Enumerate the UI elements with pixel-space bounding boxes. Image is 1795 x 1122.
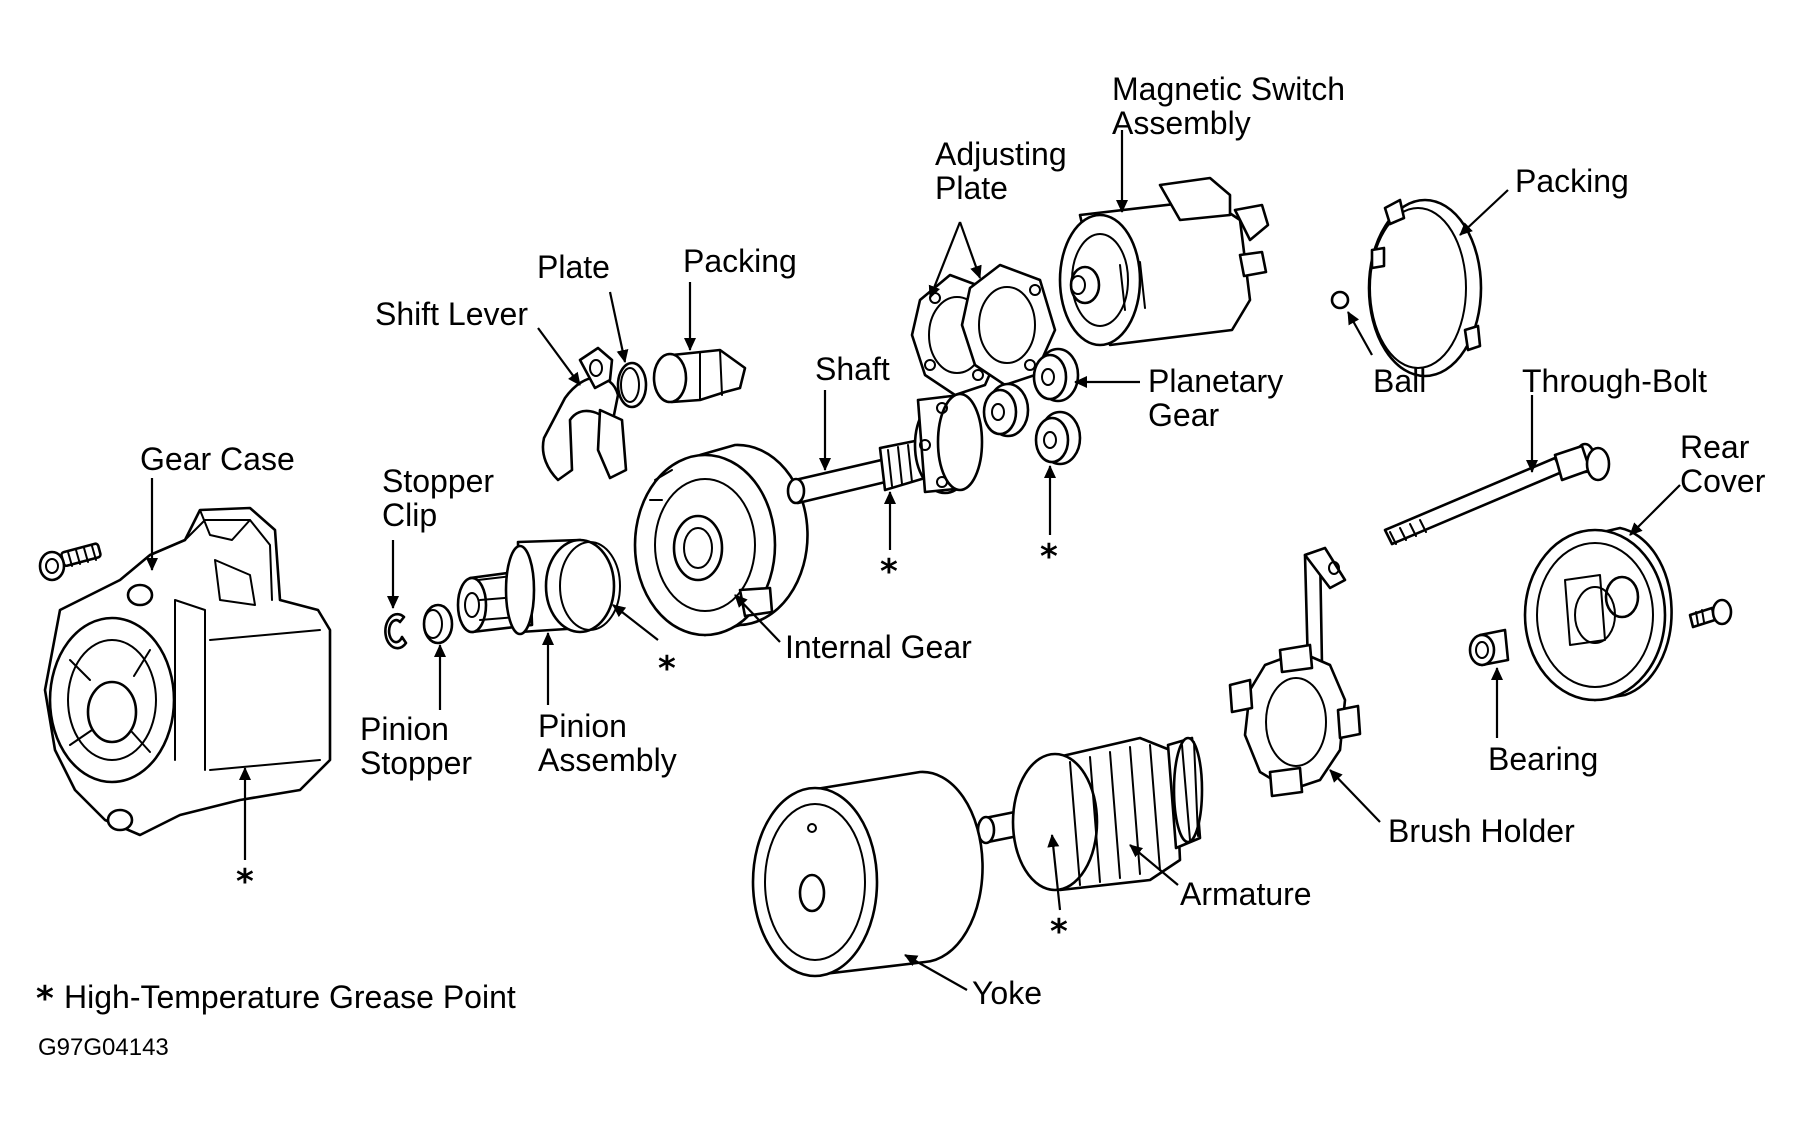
label-gear-case: Gear Case <box>140 441 295 477</box>
leader-armature-grease <box>1047 834 1062 911</box>
grease-markers: * * * * * <box>236 537 1068 952</box>
label-yoke: Yoke <box>972 975 1042 1011</box>
leader-lines <box>146 130 1681 991</box>
label-pinion-stopper-line2: Stopper <box>360 745 472 781</box>
label-magnetic-switch-line1: Magnetic Switch <box>1112 71 1345 107</box>
rear-cover-screw <box>1688 598 1733 629</box>
asterisk-icon: * <box>1050 912 1068 952</box>
legend: * High-Temperature Grease Point <box>36 979 516 1019</box>
leader-ball <box>1347 311 1373 356</box>
planetary-gear-1 <box>982 382 1030 438</box>
legend-text: High-Temperature Grease Point <box>64 979 516 1015</box>
pinion-assembly <box>456 538 621 636</box>
leader-plate <box>608 291 629 363</box>
leader-adjusting-plate-2 <box>958 221 982 279</box>
plate-ring <box>616 361 648 409</box>
packing-top <box>1367 198 1483 378</box>
label-plate: Plate <box>537 249 610 285</box>
label-shaft: Shaft <box>815 351 890 387</box>
label-packing-mid: Packing <box>683 243 797 279</box>
internal-gear <box>633 443 809 637</box>
label-armature: Armature <box>1180 876 1312 912</box>
asterisk-icon: * <box>236 862 254 902</box>
asterisk-icon: * <box>658 649 676 689</box>
ball <box>1330 290 1350 310</box>
label-stopper-clip-line2: Clip <box>382 497 437 533</box>
label-brush-holder: Brush Holder <box>1388 813 1575 849</box>
asterisk-icon: * <box>880 552 898 592</box>
leader-shift-lever <box>537 327 581 386</box>
label-through-bolt: Through-Bolt <box>1522 363 1707 399</box>
brush-holder <box>1228 546 1362 798</box>
yoke <box>751 770 984 978</box>
label-packing-top: Packing <box>1515 163 1629 199</box>
gear-case <box>43 506 332 837</box>
bearing <box>1468 628 1510 667</box>
leader-adjusting-plate-1 <box>928 221 962 299</box>
label-shift-lever: Shift Lever <box>375 296 528 332</box>
stopper-clip <box>384 612 408 650</box>
label-rear-cover-line2: Cover <box>1680 463 1766 499</box>
packing-mid <box>652 348 747 404</box>
label-adjusting-plate-line2: Plate <box>935 170 1008 206</box>
planetary-gear-2 <box>1032 347 1080 403</box>
leader-yoke <box>904 954 968 991</box>
label-adjusting-plate-line1: Adjusting <box>935 136 1067 172</box>
planetary-gear-3 <box>1034 410 1082 466</box>
shaft <box>786 392 984 505</box>
label-pinion-assembly-line2: Assembly <box>538 742 677 778</box>
label-rear-cover-line1: Rear <box>1680 429 1750 465</box>
shift-lever <box>541 346 628 482</box>
rear-cover <box>1523 526 1673 702</box>
label-stopper-clip-line1: Stopper <box>382 463 494 499</box>
label-bearing: Bearing <box>1488 741 1598 777</box>
through-bolt <box>1383 442 1611 546</box>
figure-code: G97G04143 <box>38 1034 169 1061</box>
leader-pinion-grease <box>612 604 659 641</box>
leader-packing-top <box>1459 189 1509 236</box>
gear-case-bolt <box>38 542 102 582</box>
leader-rear-cover <box>1629 484 1681 536</box>
legend-asterisk-icon: * <box>36 979 54 1019</box>
label-planetary-gear-line1: Planetary <box>1148 363 1283 399</box>
label-magnetic-switch-line2: Assembly <box>1112 105 1251 141</box>
label-planetary-gear-line2: Gear <box>1148 397 1219 433</box>
leader-internal-gear <box>734 594 781 643</box>
leader-brush-holder <box>1329 769 1381 823</box>
armature <box>976 736 1204 892</box>
magnetic-switch-assembly <box>1058 176 1270 347</box>
label-ball: Ball <box>1373 363 1426 399</box>
label-internal-gear: Internal Gear <box>785 629 972 665</box>
label-pinion-stopper-line1: Pinion <box>360 711 449 747</box>
label-pinion-assembly-line1: Pinion <box>538 708 627 744</box>
pinion-stopper <box>422 603 454 645</box>
leader-armature <box>1129 844 1179 886</box>
asterisk-icon: * <box>1040 537 1058 577</box>
part-labels: Magnetic Switch Assembly Adjusting Plate… <box>140 71 1766 1011</box>
